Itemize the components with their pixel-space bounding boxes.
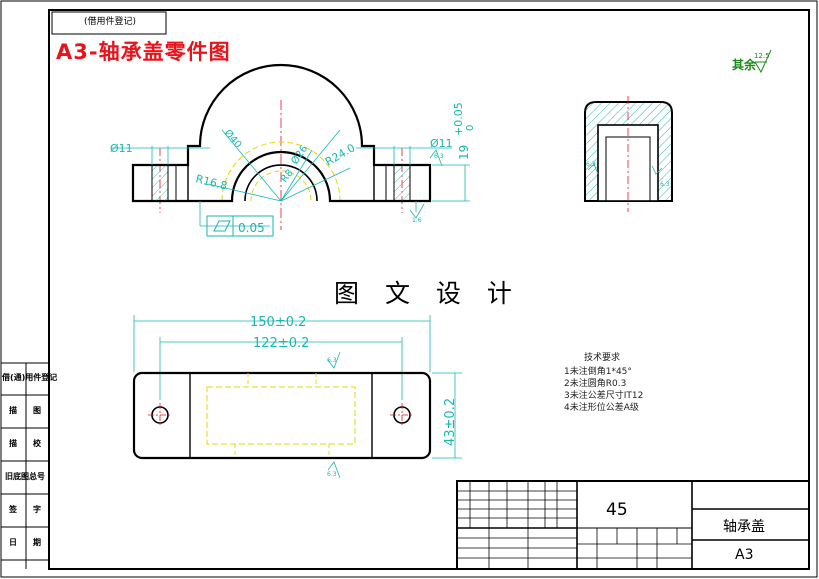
drawing-border — [48, 9, 810, 570]
side-label-check: 描 校 — [9, 439, 41, 448]
dim-hole-left: Ø11 — [110, 142, 133, 155]
dim-tol-lower: 0 — [465, 125, 476, 131]
tech-req-item: 4未注形位公差A级 — [564, 403, 639, 413]
side-view: 6.3 6.3 — [584, 96, 673, 212]
title-block-part-name: 轴承盖 — [723, 519, 765, 535]
dim-r-arc: R8 — [279, 168, 296, 185]
drawing-subtitle: 图 文 设 计 — [334, 279, 521, 308]
dim-hole-right: Ø11 — [430, 137, 453, 150]
tech-req-item: 3未注公差尺寸IT12 — [564, 391, 644, 401]
drawing-heading: A3-轴承盖零件图 — [56, 40, 231, 64]
tech-req-title: 技术要求 — [584, 353, 621, 363]
dim-hole-span: 122±0.2 — [253, 336, 309, 351]
dim-tol-upper: +0.05 — [452, 102, 465, 136]
title-block-quantity: 45 — [606, 500, 628, 520]
dim-r-mid: Ø26 — [289, 143, 311, 167]
side-label-old-number: 旧底图总号 — [5, 472, 45, 481]
side-label-borrowed: 借(通)用件登记 — [2, 373, 58, 382]
side-roughness-left: 6.3 — [586, 161, 596, 168]
side-roughness-right: 6.3 — [660, 181, 670, 188]
side-label-trace: 描 图 — [9, 406, 41, 415]
top-view: 150±0.2 122±0.2 43±0.2 6.3 6.3 — [132, 315, 462, 479]
dim-height: 19 — [457, 145, 471, 160]
roughness-small-label: 6.3 — [434, 153, 444, 160]
reference-tag: (借用件登记) — [83, 17, 137, 27]
top-roughness-lower: 6.3 — [327, 471, 337, 478]
general-roughness-icon — [754, 49, 772, 74]
roughness-mark-icon — [409, 149, 443, 219]
dim-r-pcd: Ø40 — [222, 127, 244, 151]
tech-req-item: 1未注倒角1*45° — [564, 367, 632, 377]
roughness-note: 其余 — [732, 58, 757, 72]
roughness-fine-label: 1.6 — [412, 217, 422, 224]
front-view: 0.05 Ø11 Ø11 R24.0 Ø40 R16.8 R8 Ø26 19 +… — [110, 63, 476, 237]
title-block-size: A3 — [735, 547, 754, 563]
technical-requirements: 技术要求 1未注倒角1*45° 2未注圆角R0.3 3未注公差尺寸IT12 4未… — [564, 352, 643, 414]
dim-width: 43±0.2 — [443, 398, 458, 446]
dim-overall: 150±0.2 — [250, 315, 306, 330]
flatness-value: 0.05 — [238, 221, 265, 235]
flatness-symbol-icon — [213, 220, 231, 232]
dim-r-outer: R24.0 — [323, 141, 357, 168]
side-label-column — [1, 362, 49, 569]
flatness-frame — [206, 215, 274, 237]
general-roughness-value: 12.5 — [754, 52, 770, 60]
top-roughness-upper: 6.3 — [327, 357, 337, 364]
tech-req-item: 2未注圆角R0.3 — [564, 379, 627, 389]
title-block — [456, 480, 810, 570]
side-label-signature: 签 字 — [9, 505, 41, 514]
side-label-date: 日 期 — [9, 538, 41, 547]
ref-tag-box — [51, 11, 167, 35]
dim-r-inner: R16.8 — [194, 172, 228, 192]
